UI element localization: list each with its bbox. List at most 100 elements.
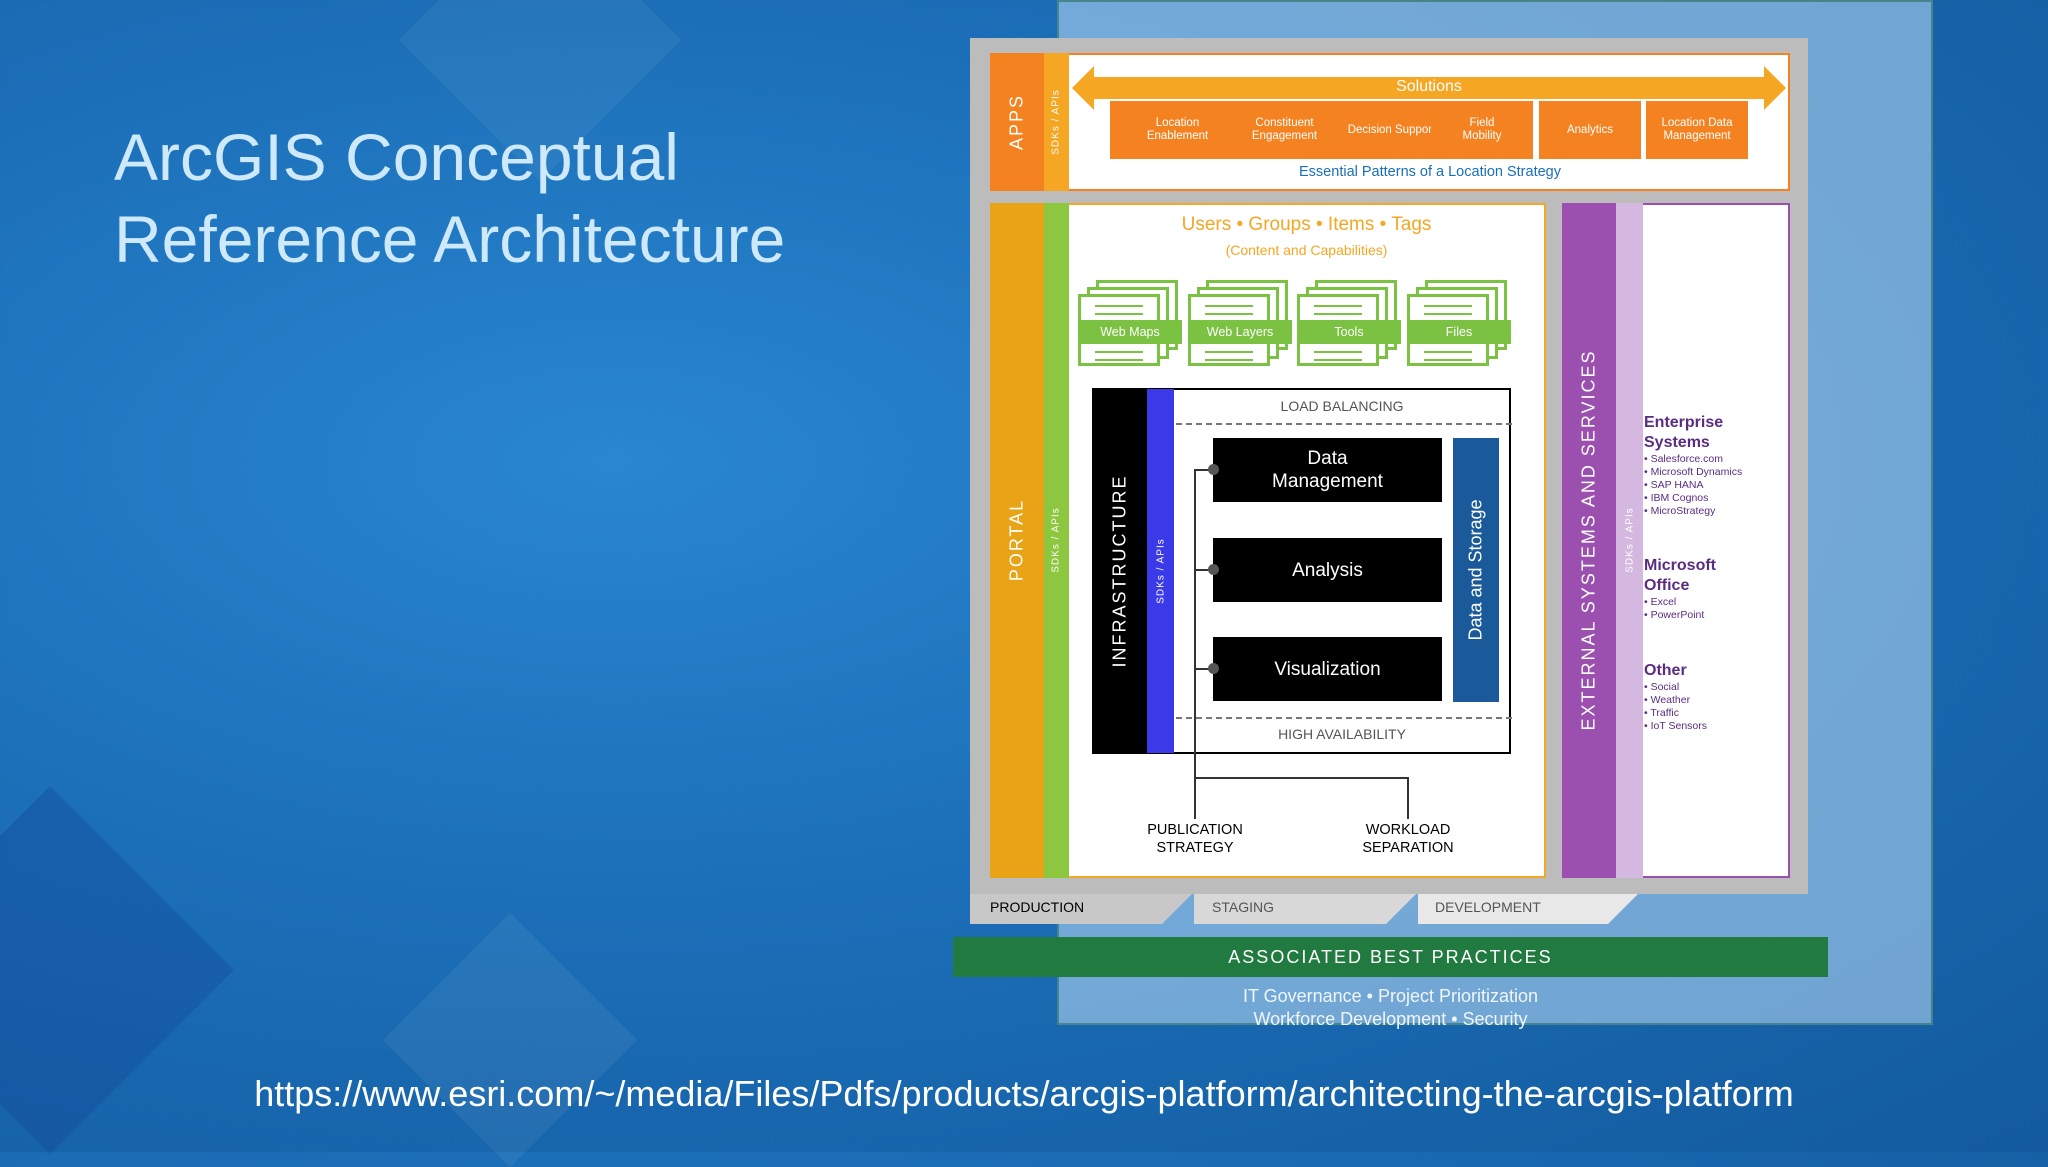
best-practices-label: ASSOCIATED BEST PRACTICES (1228, 947, 1553, 967)
solution-text: Enablement (1146, 130, 1209, 142)
external-sdk-bar (1616, 203, 1643, 878)
infrastructure-sdk-bar (1147, 389, 1174, 753)
ext-title-text: Microsoft (1644, 557, 1716, 574)
publication-strategy-label: PUBLICATION STRATEGY (1110, 821, 1280, 857)
environment-tabs (970, 894, 1650, 924)
portal-subheading: (Content and Capabilities) (1225, 242, 1388, 258)
content-files: Files (1407, 280, 1511, 366)
load-balancing-label: LOAD BALANCING (1280, 398, 1404, 414)
visualization-box: Visualization (1213, 637, 1442, 701)
background-diamond (382, 912, 638, 1167)
list-item: PowerPoint (1644, 609, 1705, 622)
solution-text: Mobility (1462, 130, 1502, 142)
enterprise-systems-list: Salesforce.com Microsoft Dynamics SAP HA… (1644, 453, 1743, 518)
solution-text: Constituent (1255, 117, 1314, 129)
best-practices-line-1: IT Governance • Project Prioritization (1242, 986, 1539, 1006)
portal-bar (990, 203, 1044, 878)
solution-text: Engagement (1251, 130, 1318, 142)
solution-text: Field (1469, 117, 1495, 129)
connector-branch (1194, 569, 1214, 571)
strategy-text: STRATEGY (1156, 840, 1234, 856)
workload-connector (1195, 777, 1409, 779)
connector-branch (1194, 668, 1214, 670)
strategy-text: PUBLICATION (1147, 822, 1243, 838)
list-item: IoT Sensors (1644, 720, 1707, 733)
list-item: SAP HANA (1644, 479, 1742, 492)
source-url[interactable]: https://www.esri.com/~/media/Files/Pdfs/… (254, 1073, 1794, 1114)
slide-title: ArcGIS Conceptual Reference Architecture (114, 116, 785, 280)
solutions-arrow (1072, 63, 1786, 113)
box-text: Visualization (1274, 658, 1381, 680)
doc-line (1314, 313, 1362, 315)
publication-connector (1194, 469, 1196, 819)
list-item: Microsoft Dynamics (1644, 466, 1743, 479)
load-balancing-divider (1176, 423, 1512, 425)
doc-line (1424, 359, 1472, 361)
doc-line (1424, 351, 1472, 353)
solution-text: Location (1155, 117, 1200, 129)
solution-text: Management (1663, 130, 1731, 142)
list-item: Traffic (1644, 707, 1707, 720)
title-line-1: ArcGIS Conceptual (114, 120, 679, 194)
analysis-box: Analysis (1213, 538, 1442, 602)
box-text: Data (1307, 448, 1348, 469)
portal-sdk-bar (1044, 203, 1069, 878)
high-availability-label: HIGH AVAILABILITY (1278, 726, 1406, 742)
ext-title-text: Enterprise (1644, 414, 1724, 431)
doc-line (1314, 305, 1362, 307)
doc-line (1095, 351, 1143, 353)
strategy-text: SEPARATION (1362, 840, 1454, 856)
best-practices-line-2: Workforce Development • Security (1253, 1009, 1528, 1029)
ext-title-text: Systems (1644, 434, 1710, 451)
solution-analytics: Analytics (1539, 101, 1641, 159)
data-storage-bar (1453, 438, 1499, 702)
list-item: Weather (1644, 694, 1707, 707)
doc-line (1424, 313, 1472, 315)
infrastructure-label: INFRASTRUCTURE (1109, 474, 1130, 668)
microsoft-office-list: Excel PowerPoint (1644, 596, 1705, 622)
connector-dot (1208, 464, 1219, 475)
infrastructure-bar (1093, 389, 1147, 753)
doc-line (1095, 305, 1143, 307)
other-title: Other (1644, 661, 1687, 681)
list-item: Social (1644, 681, 1707, 694)
content-label: Tools (1297, 320, 1401, 344)
apps-bar (990, 53, 1044, 191)
box-text: Management (1272, 471, 1383, 492)
ext-title-text: Office (1644, 577, 1690, 594)
connector-branch (1194, 469, 1214, 471)
solution-text: Decision Support (1347, 123, 1436, 136)
env-production: PRODUCTION (990, 899, 1085, 915)
portal-sdk-label: SDKs / APIs (1050, 507, 1062, 573)
list-item: Excel (1644, 596, 1704, 609)
list-item: IBM Cognos (1644, 492, 1742, 505)
doc-line (1205, 359, 1253, 361)
connector-dot (1208, 564, 1219, 575)
content-web-maps: Web Maps (1078, 280, 1182, 366)
list-item: MicroStrategy (1644, 505, 1742, 518)
microsoft-office-title: Microsoft Office (1644, 556, 1716, 596)
high-availability-divider (1176, 717, 1512, 719)
other-list: Social Weather Traffic IoT Sensors (1644, 681, 1707, 733)
data-storage-label: Data and Storage (1465, 499, 1486, 641)
doc-line (1095, 313, 1143, 315)
external-label: EXTERNAL SYSTEMS AND SERVICES (1578, 349, 1599, 731)
external-bar (1562, 203, 1616, 878)
content-label: Files (1407, 320, 1511, 344)
ext-title-text: Other (1644, 662, 1687, 679)
content-label: Web Maps (1078, 320, 1182, 344)
infrastructure-sdk-label: SDKs / APIs (1155, 538, 1167, 604)
doc-line (1205, 305, 1253, 307)
env-staging: STAGING (1212, 899, 1274, 915)
solutions-label: Solutions (1396, 78, 1462, 95)
environment-tab-shapes (970, 894, 1638, 924)
box-text: Analysis (1292, 559, 1363, 581)
doc-line (1205, 313, 1253, 315)
doc-line (1095, 359, 1143, 361)
portal-label: PORTAL (1006, 498, 1027, 582)
doc-line (1314, 359, 1362, 361)
doc-line (1314, 351, 1362, 353)
solutions-arrow-shape (1072, 66, 1786, 110)
